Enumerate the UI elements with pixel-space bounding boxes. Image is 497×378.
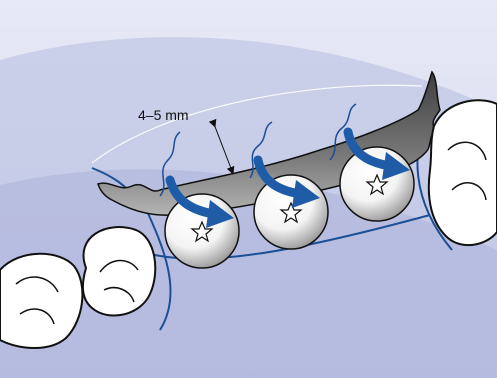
tooth-premolar (83, 227, 155, 315)
measurement-label: 4–5 mm (138, 107, 189, 123)
tooth-molar (0, 254, 82, 348)
implant (254, 175, 328, 249)
implant (165, 194, 239, 268)
tooth-molar-right (429, 100, 497, 245)
implant (340, 147, 414, 221)
